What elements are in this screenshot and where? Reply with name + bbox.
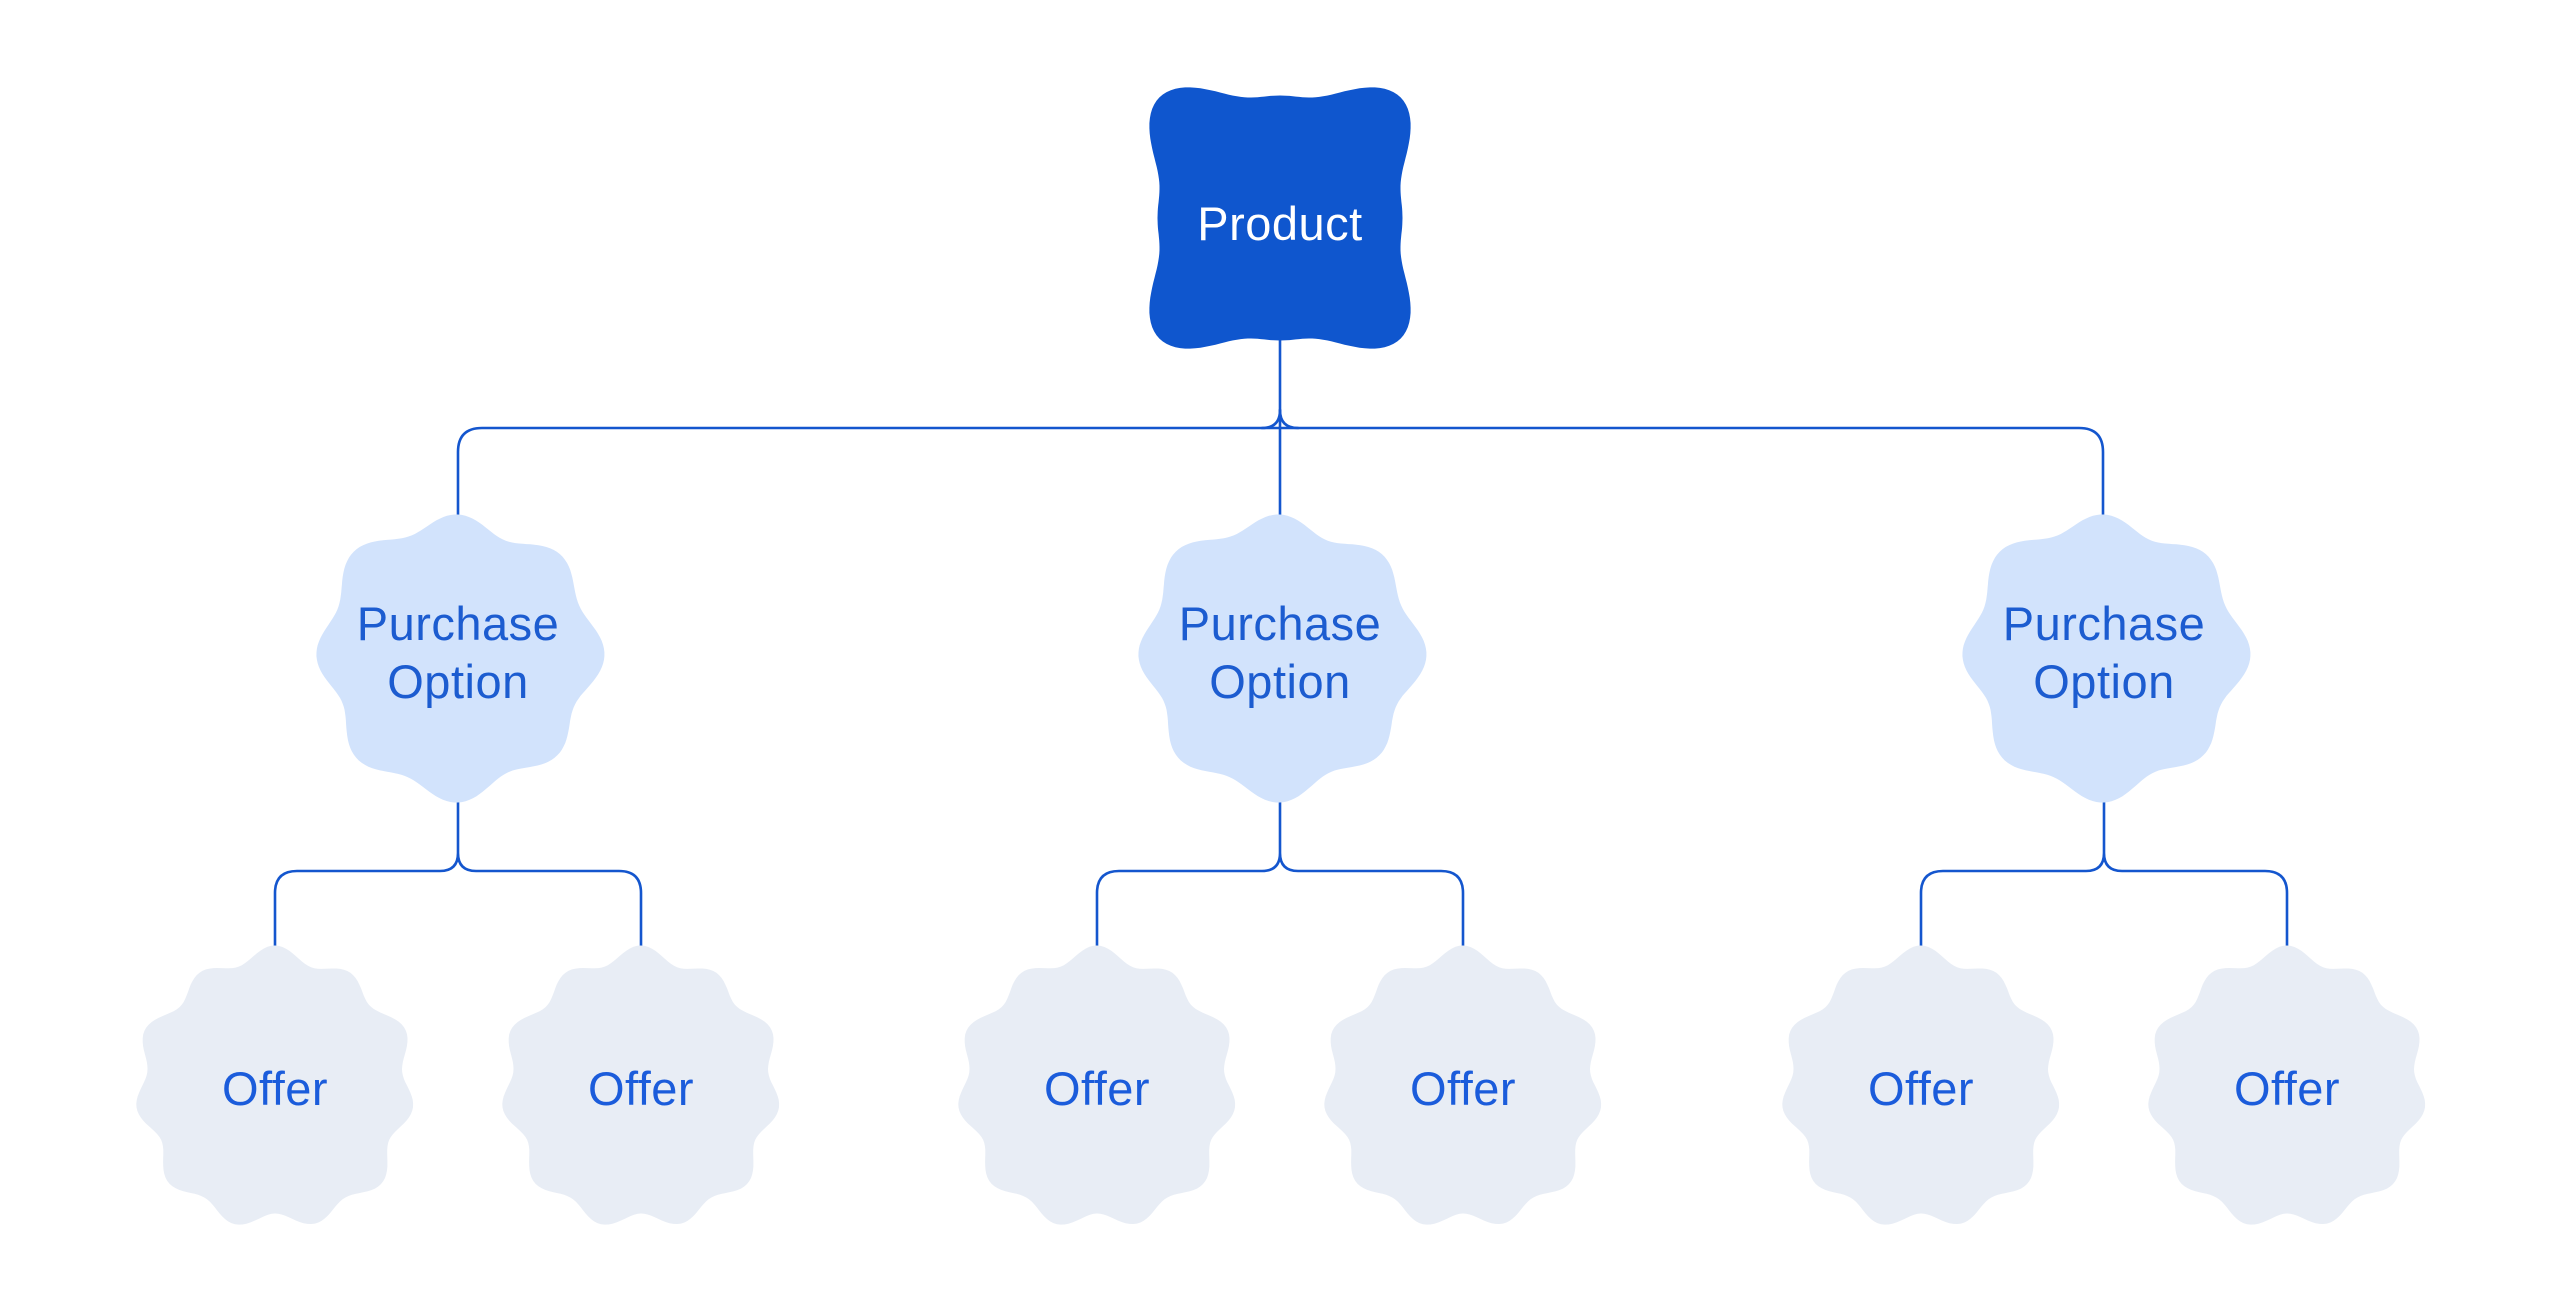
offer-label: Offer [1044,1062,1150,1115]
offer-blob [136,945,414,1225]
offer-blob [2148,945,2426,1225]
offer-blob [1782,945,2060,1225]
purchase-option-label-line2: Option [387,655,528,708]
offer-label: Offer [1868,1062,1974,1115]
connector-level1-rail [456,426,2105,517]
purchase-option-label-line1: Purchase [1179,597,1382,650]
purchase-option-node-1: Purchase Option [316,514,605,803]
level2-connectors [273,795,2289,949]
purchase-option-blob [1962,514,2251,803]
purchase-option-label-line2: Option [1209,655,1350,708]
offer-node-1-1: Offer [136,945,414,1225]
product-label: Product [1197,197,1362,250]
offer-label: Offer [2234,1062,2340,1115]
purchase-option-node-3: Purchase Option [1962,514,2251,803]
purchase-option-label-line1: Purchase [357,597,560,650]
offer-node-1-2: Offer [502,945,780,1225]
purchase-option-blob [316,514,605,803]
connector-junction-fillet-left [1260,408,1282,430]
purchase-option-node-2: Purchase Option [1138,514,1427,803]
offer-node-2-2: Offer [1324,945,1602,1225]
connector-fork-right-group [1919,795,2289,949]
offer-node-3-2: Offer [2148,945,2426,1225]
purchase-option-blob [1138,514,1427,803]
offer-node-2-1: Offer [958,945,1236,1225]
connector-fork-left-group [273,795,643,949]
product-blob [1149,87,1411,349]
connector-fork-middle-group [1095,795,1465,949]
offer-label: Offer [588,1062,694,1115]
offer-blob [1324,945,1602,1225]
level1-connectors [456,336,2105,517]
offer-label: Offer [222,1062,328,1115]
offer-node-3-1: Offer [1782,945,2060,1225]
connector-junction-fillet-right [1278,408,1300,430]
offer-blob [502,945,780,1225]
purchase-option-label-line2: Option [2033,655,2174,708]
purchase-option-label-line1: Purchase [2003,597,2206,650]
offer-blob [958,945,1236,1225]
product-node: Product [1149,87,1411,349]
offer-label: Offer [1410,1062,1516,1115]
